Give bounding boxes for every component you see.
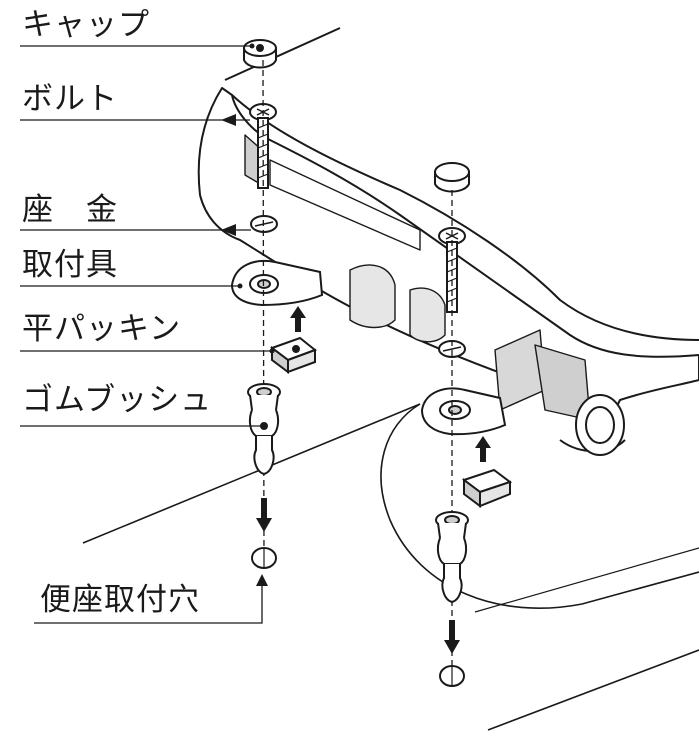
left-up-arrow — [290, 306, 306, 332]
label-packing: 平パッキン — [22, 311, 182, 347]
label-hole: 便座取付穴 — [40, 582, 200, 618]
left-down-arrow — [256, 498, 272, 532]
label-bushing: ゴムブッシュ — [22, 382, 213, 418]
label-mount: 取付具 — [22, 247, 118, 283]
left-mount-foot — [230, 260, 324, 307]
toilet-bowl-outline — [82, 403, 699, 731]
right-up-arrow — [475, 436, 491, 462]
left-packing — [269, 336, 318, 374]
leader-hole — [34, 580, 263, 624]
right-mounting-hole — [439, 665, 465, 687]
leader-lines — [20, 45, 272, 624]
right-rubber-bushing — [435, 511, 469, 604]
left-mounting-hole — [251, 547, 277, 569]
left-rubber-bushing — [247, 383, 281, 476]
right-mount-foot — [420, 387, 507, 436]
left-cap — [243, 39, 277, 69]
left-axis-line — [262, 59, 265, 561]
label-bolt: ボルト — [22, 81, 118, 117]
leader-dots — [221, 43, 275, 586]
right-packing — [461, 468, 513, 508]
right-cap — [434, 162, 470, 193]
label-cap: キャップ — [22, 7, 150, 43]
left-washer — [250, 215, 278, 233]
label-washer: 座 金 — [22, 192, 118, 228]
right-down-arrow — [444, 620, 460, 654]
hinge-cylinder — [575, 394, 625, 456]
